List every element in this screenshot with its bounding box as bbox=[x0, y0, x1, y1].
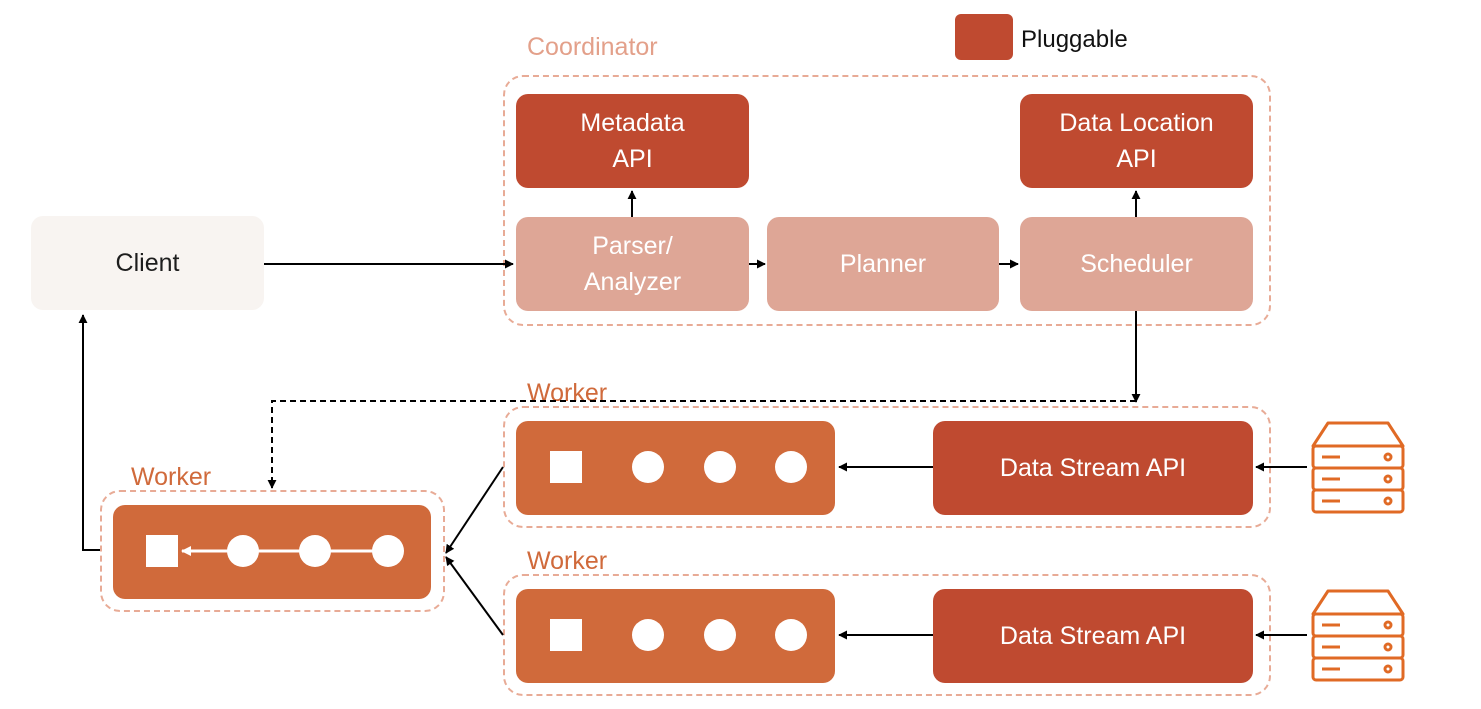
data-location-api-box: Data Location API bbox=[1020, 94, 1253, 188]
operator-square bbox=[550, 619, 582, 651]
planner-box: Planner bbox=[767, 217, 999, 311]
worker-top-label: Worker bbox=[527, 379, 608, 407]
legend-label: Pluggable bbox=[1021, 26, 1128, 53]
coordinator-group bbox=[503, 75, 1271, 326]
parser-analyzer-label: Parser/ Analyzer bbox=[583, 232, 682, 296]
data-location-api-label: Data Location API bbox=[1059, 109, 1214, 173]
operator-circle bbox=[704, 451, 736, 483]
worker-bottom-stream-api-label: Data Stream API bbox=[999, 622, 1187, 650]
legend-swatch bbox=[955, 14, 1013, 60]
coordinator-label: Coordinator bbox=[527, 33, 658, 61]
storage-server-icon bbox=[1311, 421, 1405, 514]
client-label: Client bbox=[115, 249, 180, 277]
parser-analyzer-box: Parser/ Analyzer bbox=[516, 217, 749, 311]
operator-circle bbox=[227, 535, 259, 567]
operator-circle bbox=[299, 535, 331, 567]
worker-aggregator-label: Worker bbox=[131, 463, 212, 491]
operator-square bbox=[550, 451, 582, 483]
operator-circle bbox=[704, 619, 736, 651]
operator-circle bbox=[632, 451, 664, 483]
arrow-scheduler-to-aggregator-dashed bbox=[267, 400, 1136, 489]
operator-circle bbox=[632, 619, 664, 651]
arrow-aggregator-to-client bbox=[78, 314, 100, 551]
metadata-api-label: Metadata API bbox=[580, 109, 685, 173]
operator-circle bbox=[775, 619, 807, 651]
worker-bottom-label: Worker bbox=[527, 547, 608, 575]
scheduler-box: Scheduler bbox=[1020, 217, 1253, 311]
storage-server-icon bbox=[1311, 589, 1405, 682]
worker-top-stream-api-label: Data Stream API bbox=[999, 454, 1187, 482]
worker-bottom-stream-api-box: Data Stream API bbox=[933, 589, 1253, 683]
arrow-worker-bottom-to-aggregator bbox=[445, 556, 504, 636]
worker-top-stream-api-box: Data Stream API bbox=[933, 421, 1253, 515]
operator-circle bbox=[775, 451, 807, 483]
metadata-api-box: Metadata API bbox=[516, 94, 749, 188]
operator-circle bbox=[372, 535, 404, 567]
worker-aggregator-group bbox=[100, 490, 445, 612]
scheduler-label: Scheduler bbox=[1080, 250, 1193, 278]
operator-square bbox=[146, 535, 178, 567]
planner-label: Planner bbox=[839, 250, 927, 278]
client-box: Client bbox=[31, 216, 264, 310]
arrow-worker-top-to-aggregator bbox=[445, 466, 504, 554]
